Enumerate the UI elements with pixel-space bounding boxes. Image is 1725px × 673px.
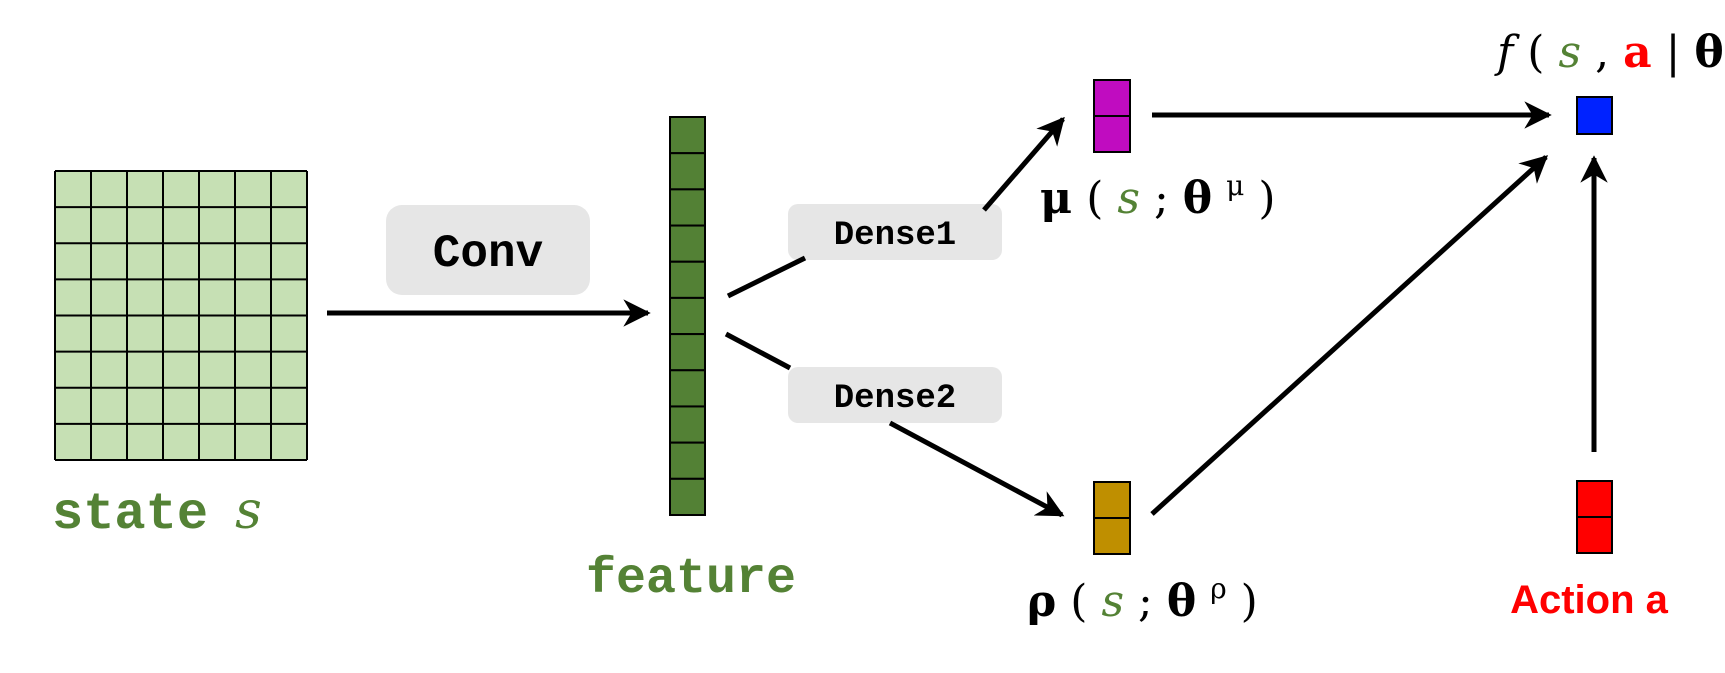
f-theta: θ <box>1694 27 1723 78</box>
feature-cell <box>669 405 706 444</box>
dense2-label-box <box>788 367 1002 423</box>
mu-theta: θ <box>1183 173 1212 224</box>
action-label: Action a <box>1510 578 1669 622</box>
action-box <box>1576 480 1613 554</box>
state-label: state s <box>52 481 262 544</box>
feature-cell <box>669 441 706 480</box>
mu-symbol: μ <box>1040 173 1072 224</box>
f-output-box <box>1576 96 1613 135</box>
f-formula: f ( s , a | θ ) <box>1494 27 1725 78</box>
state-grid-lines <box>54 170 308 461</box>
f-state-var: s <box>1558 27 1581 78</box>
conv-label: Conv <box>433 228 543 280</box>
dense1-label-box <box>788 204 1002 260</box>
feature-label: feature <box>586 551 796 608</box>
dense2-label: Dense2 <box>834 380 956 418</box>
mu-formula: μ ( s ; θ μ ) <box>1040 155 1276 224</box>
conv-label-box <box>386 205 590 295</box>
action-top-cell <box>1576 480 1613 518</box>
action-bottom-cell <box>1576 516 1613 554</box>
mu-bottom-cell <box>1093 115 1131 153</box>
dense2-arrow-lower-segment <box>888 420 1065 518</box>
rho-state-var: s <box>1101 576 1124 627</box>
rho-top-cell <box>1093 481 1131 519</box>
rho-separator: ; <box>1138 576 1167 627</box>
mu-close-paren: ) <box>1258 173 1275 224</box>
state-grid <box>54 170 308 461</box>
dense1-arrow-upper-segment <box>982 116 1065 212</box>
feature-cell <box>669 224 706 263</box>
f-function: f <box>1494 27 1520 78</box>
dense1-arrow-lower-segment <box>726 255 807 299</box>
feature-cell <box>669 260 706 299</box>
rho-symbol: ρ <box>1027 576 1056 627</box>
rho-close-paren: ) <box>1241 576 1258 627</box>
feature-cell <box>669 152 706 191</box>
feature-cell <box>669 116 706 155</box>
feature-cell <box>669 333 706 372</box>
feature-vector <box>669 116 706 516</box>
mu-separator: ; <box>1154 173 1183 224</box>
f-open-paren: ( <box>1527 27 1544 78</box>
mu-state-var: s <box>1117 173 1140 224</box>
rho-output-box <box>1093 481 1131 555</box>
mu-superscript: μ <box>1226 169 1244 202</box>
rho-open-paren: ( <box>1070 576 1087 627</box>
mu-output-box <box>1093 79 1131 153</box>
dense1-label: Dense1 <box>834 217 956 255</box>
state-word: state <box>52 485 208 544</box>
rho-superscript: ρ <box>1210 572 1226 605</box>
f-bar: | <box>1666 27 1681 78</box>
feature-cell <box>669 188 706 227</box>
mu-top-cell <box>1093 79 1131 117</box>
dense2-arrow-upper-segment <box>724 331 792 371</box>
rho-formula: ρ ( s ; θ ρ ) <box>1027 558 1258 627</box>
mu-open-paren: ( <box>1086 173 1103 224</box>
rho-to-f-arrow <box>1150 155 1549 516</box>
feature-cell <box>669 477 706 516</box>
state-variable: s <box>235 481 262 541</box>
f-comma: , <box>1595 27 1609 78</box>
rho-bottom-cell <box>1093 517 1131 555</box>
f-action-var: a <box>1623 27 1652 78</box>
rho-theta: θ <box>1167 576 1196 627</box>
feature-cell <box>669 369 706 408</box>
feature-cell <box>669 296 706 336</box>
